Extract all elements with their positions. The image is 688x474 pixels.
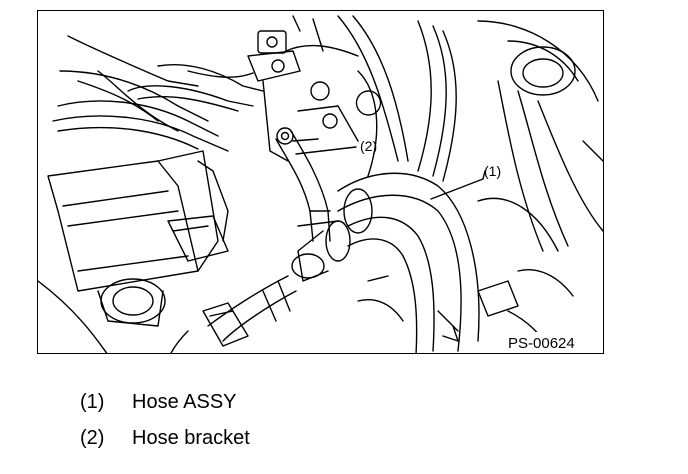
legend-row-hose-assy: (1) Hose ASSY bbox=[80, 384, 250, 420]
callout-label-1: (1) bbox=[484, 163, 501, 179]
legend-row-hose-bracket: (2) Hose bracket bbox=[80, 420, 250, 456]
lower-clamp bbox=[357, 269, 574, 353]
hose-assy-part bbox=[170, 172, 480, 353]
legend-number: (1) bbox=[80, 391, 105, 413]
engine-block bbox=[297, 15, 457, 182]
figure-code: PS-00624 bbox=[508, 335, 575, 352]
upper-bracket bbox=[247, 15, 359, 162]
callout-leader-1 bbox=[430, 178, 484, 200]
hose-bracket-part bbox=[275, 127, 339, 242]
wiring-harness bbox=[52, 35, 264, 152]
left-connector-block bbox=[38, 150, 229, 353]
hose-bracket-drawing: (2) (1) PS-00624 bbox=[38, 15, 603, 353]
callout-leader-1b bbox=[482, 170, 486, 180]
callout-leader-2 bbox=[295, 146, 357, 155]
legend-label: Hose bracket bbox=[132, 427, 250, 449]
diagram-figure: (2) (1) PS-00624 bbox=[37, 10, 604, 354]
legend-number: (2) bbox=[80, 427, 105, 449]
callout-label-2: (2) bbox=[360, 138, 377, 154]
legend: (1) Hose ASSY (2) Hose bracket bbox=[80, 384, 250, 456]
legend-label: Hose ASSY bbox=[132, 391, 237, 413]
large-duct bbox=[477, 20, 603, 252]
